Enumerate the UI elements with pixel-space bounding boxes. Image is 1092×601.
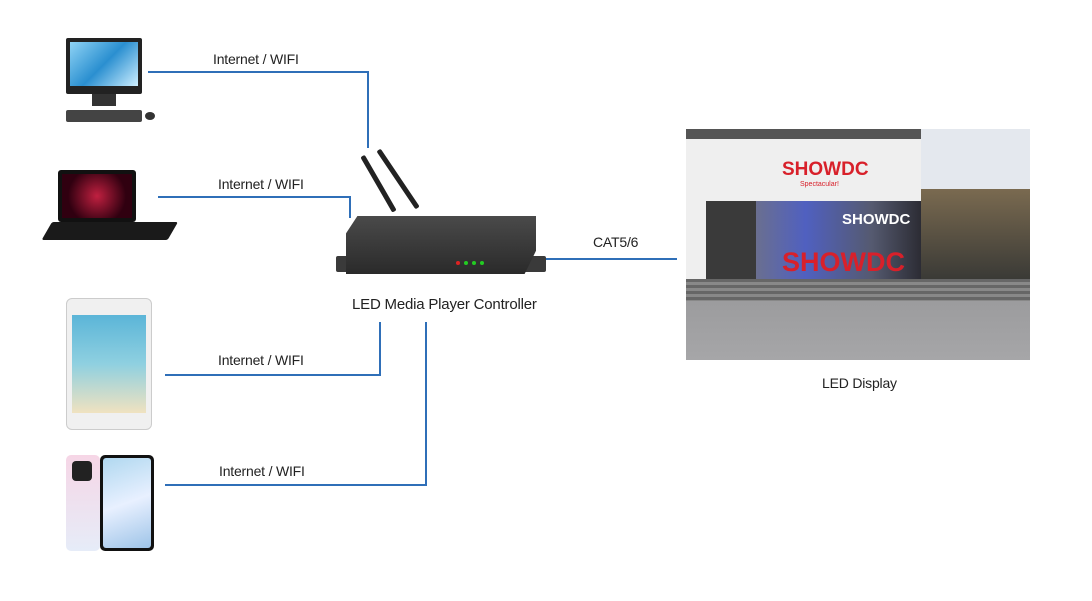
monitor: [66, 38, 142, 94]
cable-label: CAT5/6: [593, 234, 639, 250]
screen-content: SHOWDC: [842, 211, 911, 228]
laptop-screen: [58, 170, 136, 222]
laptop-keyboard: [41, 222, 178, 240]
smartphone: [66, 455, 156, 551]
tablet-connection-label: Internet / WIFI: [218, 352, 304, 368]
laptop-link-line: [158, 196, 351, 218]
laptop-connection-label: Internet / WIFI: [218, 176, 304, 192]
controller-body: [346, 216, 536, 274]
desktop-link-line: [148, 71, 369, 148]
desktop-connection-label: Internet / WIFI: [213, 51, 299, 67]
phone-connection-label: Internet / WIFI: [219, 463, 305, 479]
phone-link-line: [165, 322, 427, 486]
tablet: [66, 298, 152, 430]
controller-label: LED Media Player Controller: [352, 296, 537, 313]
sign-subtitle: Spectacular!: [800, 181, 839, 188]
monitor-stand: [92, 94, 116, 106]
keyboard: [66, 110, 142, 122]
tablet-link-line: [165, 322, 381, 376]
sign-top: SHOWDC: [782, 159, 869, 180]
status-leds: [456, 252, 488, 270]
mouse: [145, 112, 155, 120]
display-label: LED Display: [822, 375, 897, 391]
led-display-photo: SHOWDC Spectacular! SHOWDC SHOWDC: [686, 129, 1030, 360]
sign-front: SHOWDC: [782, 247, 905, 277]
